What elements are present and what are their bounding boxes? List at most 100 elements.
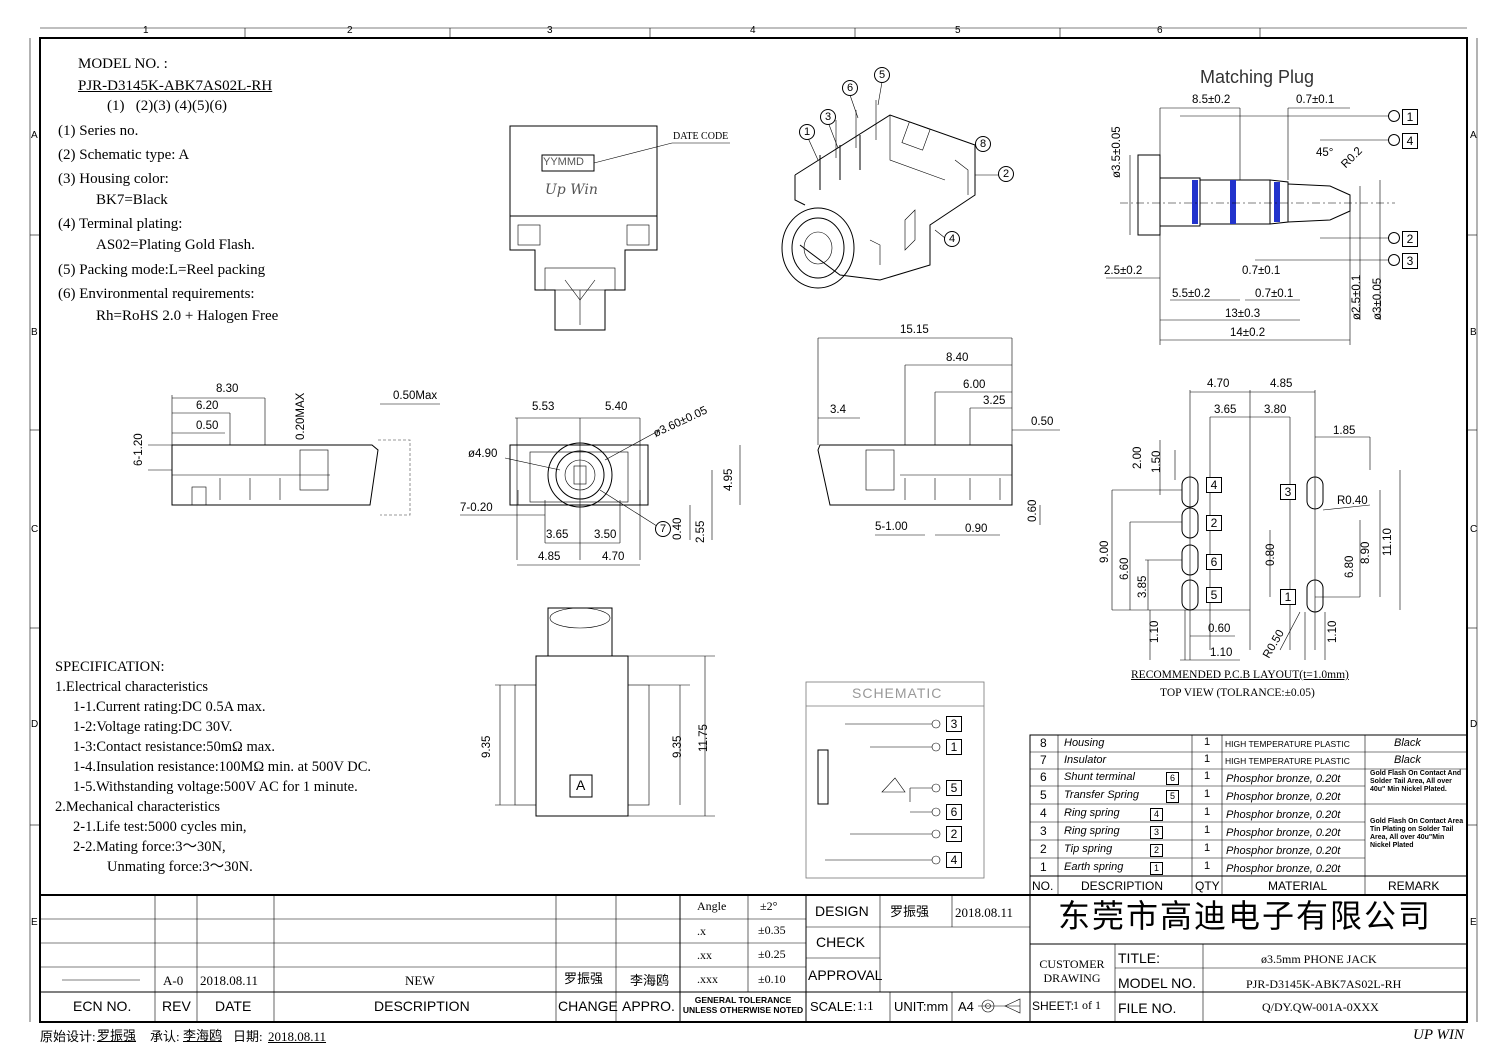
bom-material: HIGH TEMPERATURE PLASTIC [1225,739,1350,749]
front-dim-2.55: 2.55 [695,520,707,543]
bom-no: 2 [1040,842,1047,856]
header-description: DESCRIPTION [374,998,470,1014]
tol-xx-value: ±0.25 [758,947,786,961]
bom-desc: Earth spring [1064,861,1124,873]
model-index-row: (1) (2)(3) (4)(5)(6) [107,98,227,114]
bom-material: Phosphor bronze, 0.20t [1226,773,1341,785]
model-line-6: AS02=Plating Gold Flash. [96,237,255,253]
title-block-grid [40,894,1467,1022]
side-dim-0.20max: 0.20MAX [295,392,307,440]
col-number-2: 2 [347,25,353,36]
header-change: CHANGE [558,998,618,1014]
bom-qty: 1 [1204,824,1211,836]
plug-tag-4: 4 [1402,133,1418,149]
brand-mark: Up Win [545,182,598,198]
pcb-dim-3.85: 3.85 [1137,575,1149,598]
bom-tag: 4 [1150,808,1163,821]
tol-x-value: ±0.35 [758,923,786,937]
bom-desc: Insulator [1064,754,1107,766]
right-dim-15.15: 15.15 [900,324,929,336]
schematic-pin-2: 2 [946,826,962,842]
footer-approver-label: 承认: [150,1029,180,1044]
tol-xxx-label: .xxx [697,972,718,986]
plug-dim-45deg: 45° [1316,147,1334,159]
plug-dim-13: 13±0.3 [1225,308,1261,320]
design-label: DESIGN [815,903,869,919]
pcb-dim-0.80: 0.80 [1265,543,1277,566]
pcb-dim-4.70: 4.70 [1207,378,1230,390]
top-view [509,125,730,331]
bom-qty: 1 [1204,770,1211,782]
bom-desc: Ring spring [1064,825,1120,837]
spec-line-7: 2.Mechanical characteristics [55,799,221,815]
bom-desc: Tip spring [1064,843,1113,855]
bom-material: Phosphor bronze, 0.20t [1226,863,1341,875]
scale-label: SCALE: [810,999,857,1014]
pcb-tag-2: 2 [1206,515,1222,531]
col-number-1: 1 [143,25,149,36]
row-letter-c: C [31,524,39,535]
header-rev: REV [162,998,191,1014]
pcb-dim-4.85: 4.85 [1270,378,1293,390]
iso-callout-1: 1 [799,124,815,140]
plug-dim-dia3: ø3±0.05 [1372,277,1384,320]
bom-header-remark: REMARK [1388,879,1440,893]
model-no-value: PJR-D3145K-ABK7AS02L-RH [1246,977,1402,991]
rev-change-value: 罗振强 [564,971,604,986]
iso-callout-2: 2 [998,166,1014,182]
spec-line-5: 1-4.Insulation resistance:100MΩ min. at … [73,759,372,775]
designer-name: 罗振强 [890,904,930,919]
bom-no: 7 [1040,753,1047,767]
plug-dim-0.7-low: 0.7±0.1 [1255,288,1294,300]
bom-qty: 1 [1204,753,1211,765]
scale-value: 1:1 [857,998,874,1013]
pcb-dim-6.80: 6.80 [1344,555,1356,578]
spec-heading: SPECIFICATION: [55,659,165,675]
col-number-3: 3 [547,25,553,36]
front-dim-0.40: 0.40 [672,517,684,540]
model-line-2: (2) Schematic type: A [58,147,190,163]
bottom-dim-9.35-left: 9.35 [481,735,493,758]
row-letter-a: A [31,130,38,141]
bom-remark-group-2: Gold Flash On Contact Area Tin Plating o… [1370,818,1464,849]
bom-no: 4 [1040,806,1047,820]
front-view [460,417,741,566]
pcb-caption-2: TOP VIEW (TOLRANCE:±0.05) [1160,687,1315,699]
side-view [148,395,440,516]
pcb-dim-2.00: 2.00 [1132,446,1144,469]
bom-desc: Shunt terminal [1064,771,1135,783]
bom-desc: Ring spring [1064,807,1120,819]
drawing-title: ø3.5mm PHONE JACK [1261,952,1377,966]
customer-drawing: CUSTOMER DRAWING [1039,957,1105,985]
bottom-dim-9.35-right: 9.35 [672,735,684,758]
right-dim-0.50: 0.50 [1031,416,1054,428]
plug-pin-circle-1 [1388,110,1400,122]
pcb-dim-1.85: 1.85 [1333,425,1356,437]
schematic-pin-4: 4 [946,852,962,868]
bom-material: Phosphor bronze, 0.20t [1226,791,1341,803]
tol-xx-label: .xx [697,948,712,962]
plug-dim-14: 14±0.2 [1230,327,1266,339]
col-number-5: 5 [955,25,961,36]
footer-approver: 李海鸥 [183,1028,223,1043]
plug-pin-circle-3 [1388,254,1400,266]
plug-dim-0.7-mid: 0.7±0.1 [1242,265,1281,277]
iso-callout-8: 8 [975,136,991,152]
spec-line-10: Unmating force:3～30N. [107,859,253,875]
model-no-label: MODEL NO. [1118,975,1197,991]
spec-line-4: 1-3:Contact resistance:50mΩ max. [73,739,276,755]
plug-dim-dia3.5: ø3.5±0.05 [1111,126,1123,178]
model-line-5: (4) Terminal plating: [58,216,183,232]
plug-dim-dia2.5: ø2.5±0.1 [1351,274,1363,320]
bom-qty: 1 [1204,842,1211,854]
right-dim-6.00: 6.00 [963,379,986,391]
front-dim-3.50: 3.50 [594,529,617,541]
rev-appro-value: 李海鸥 [630,973,670,988]
schematic-pin-3: 3 [946,716,962,732]
row-letter-b-right: B [1470,327,1477,338]
spec-line-9: 2-2.Mating force:3～30N, [73,839,226,855]
bom-material: Phosphor bronze, 0.20t [1226,845,1341,857]
pcb-tag-3: 3 [1280,484,1296,500]
rev-date-value: 2018.08.11 [200,973,259,988]
side-dim-8.30: 8.30 [216,383,239,395]
